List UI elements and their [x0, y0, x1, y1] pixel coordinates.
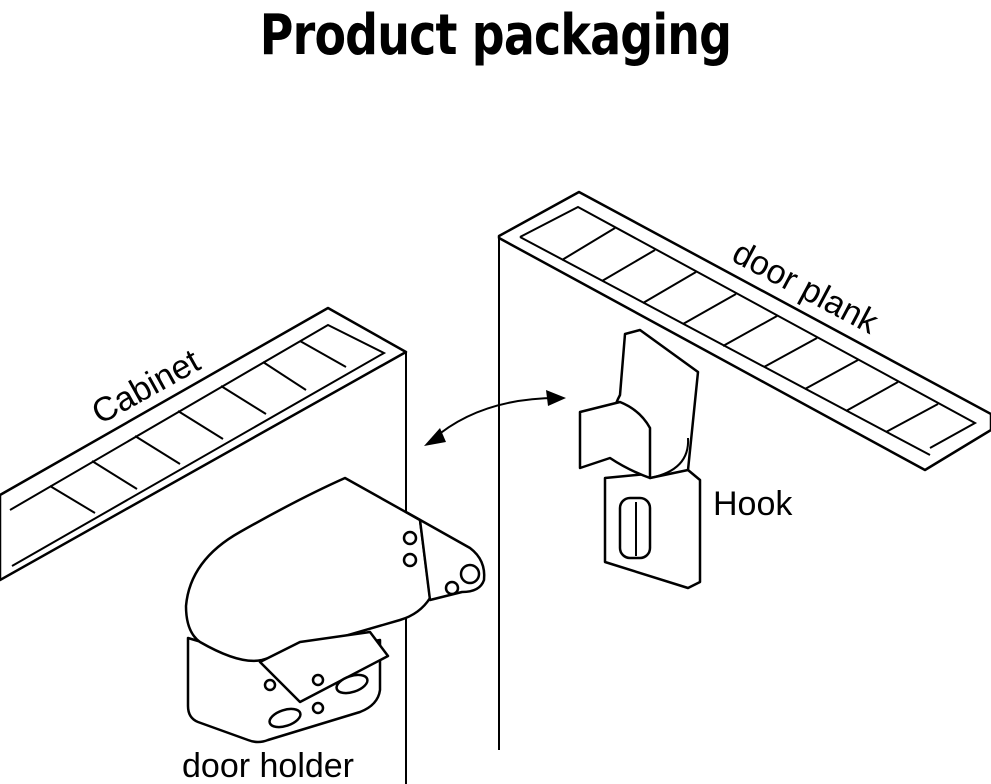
page-title: Product packaging [259, 3, 732, 68]
hook-part [578, 328, 702, 590]
door-holder-part [184, 476, 486, 744]
door-plank-panel [497, 190, 991, 750]
door-holder-label: door holder [182, 747, 354, 784]
swing-arrow [424, 390, 566, 446]
hook-label: Hook [713, 485, 793, 523]
